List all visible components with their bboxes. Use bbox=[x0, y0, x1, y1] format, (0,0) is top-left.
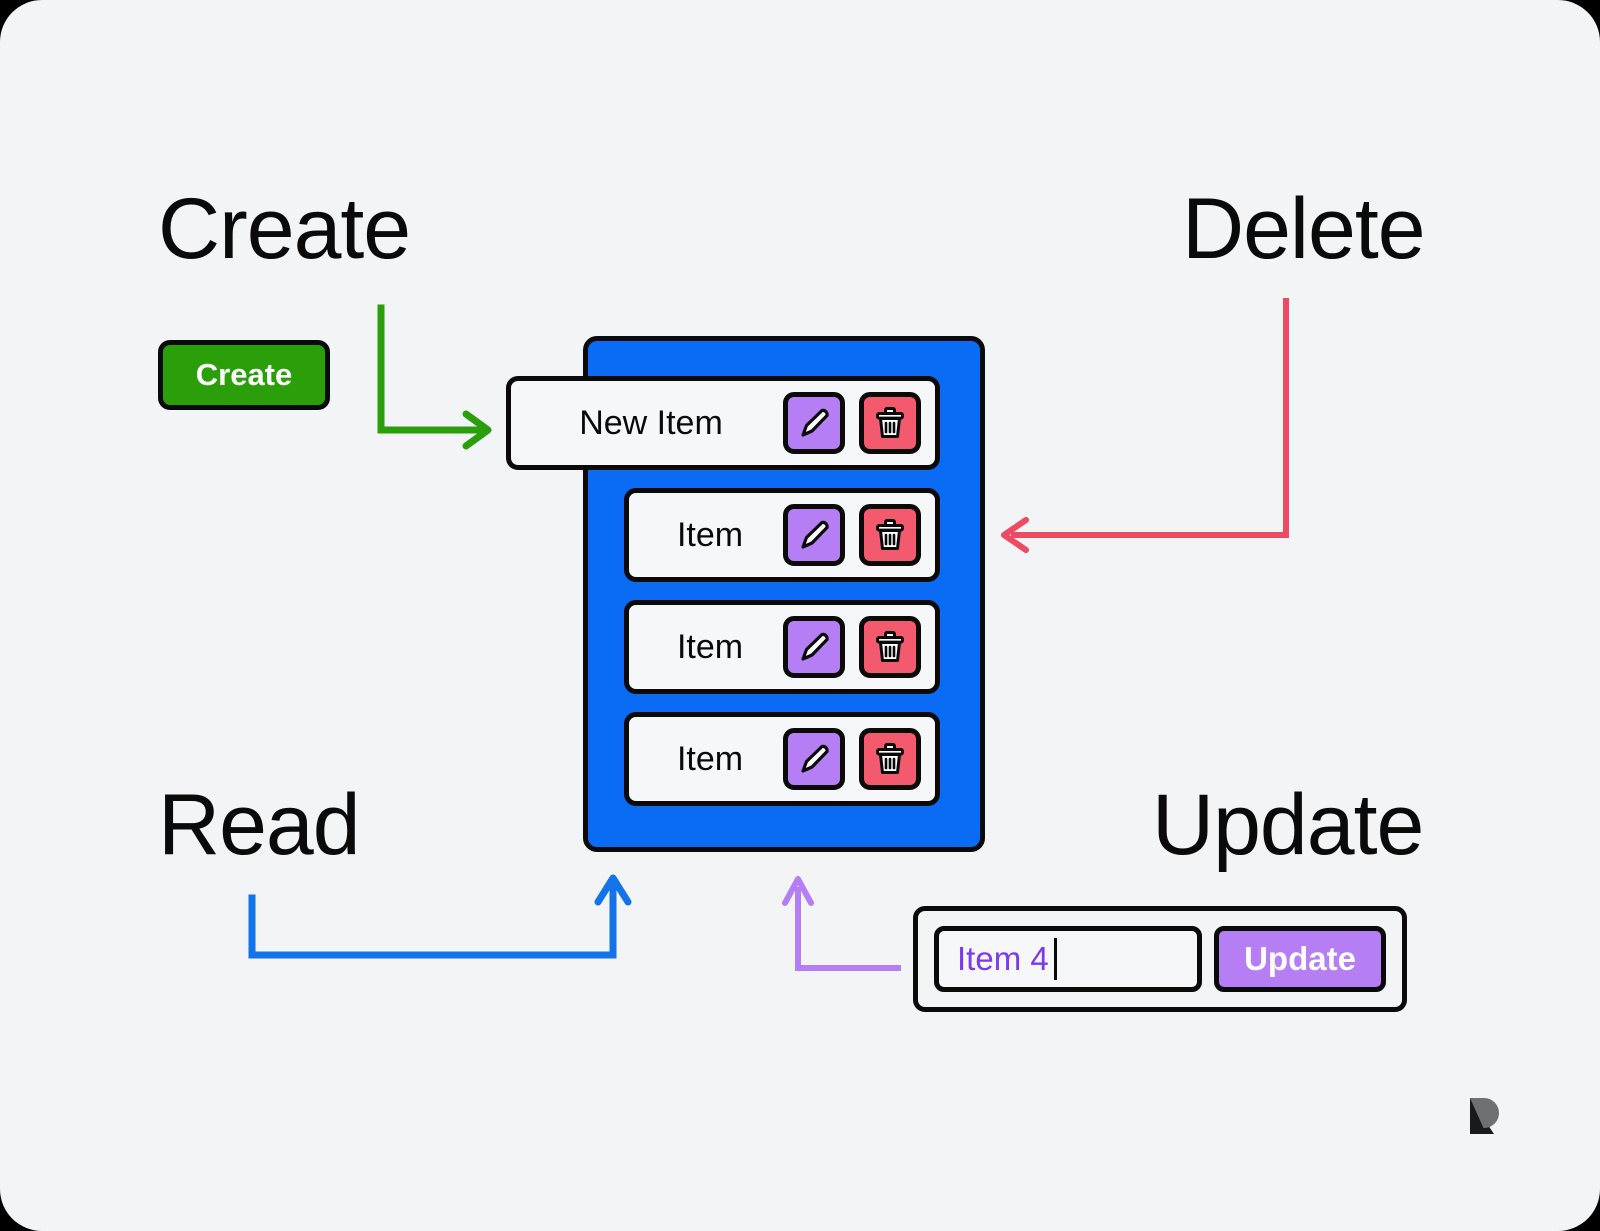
list-item-label: Item bbox=[676, 627, 744, 666]
update-arrow bbox=[782, 876, 901, 971]
trash-icon[interactable] bbox=[859, 392, 921, 454]
row-action-group bbox=[783, 504, 935, 566]
trash-icon[interactable] bbox=[859, 728, 921, 790]
update-input-value: Item 4 bbox=[957, 940, 1049, 977]
update-input[interactable]: Item 4 bbox=[934, 926, 1202, 992]
create-button[interactable]: Create bbox=[158, 340, 330, 410]
row-action-group bbox=[783, 728, 935, 790]
delete-arrow bbox=[1001, 298, 1289, 553]
trash-icon[interactable] bbox=[859, 616, 921, 678]
pencil-icon[interactable] bbox=[783, 728, 845, 790]
r-logo bbox=[1470, 1098, 1499, 1134]
list-item-row[interactable]: Item bbox=[624, 600, 940, 694]
row-action-group bbox=[783, 616, 935, 678]
pencil-icon[interactable] bbox=[783, 504, 845, 566]
update-button[interactable]: Update bbox=[1214, 926, 1386, 992]
trash-icon[interactable] bbox=[859, 504, 921, 566]
list-item-row[interactable]: Item bbox=[624, 712, 940, 806]
list-item-label: Item bbox=[676, 739, 744, 778]
row-action-group bbox=[783, 392, 935, 454]
read-arrow bbox=[248, 874, 632, 959]
update-heading: Update bbox=[1152, 777, 1424, 873]
list-item-row[interactable]: Item bbox=[624, 488, 940, 582]
read-heading: Read bbox=[158, 777, 361, 873]
create-heading: Create bbox=[158, 181, 411, 277]
update-composer: Item 4 Update bbox=[913, 906, 1407, 1012]
pencil-icon[interactable] bbox=[783, 392, 845, 454]
pencil-icon[interactable] bbox=[783, 616, 845, 678]
list-item-row[interactable]: New Item bbox=[506, 376, 940, 470]
create-arrow bbox=[377, 304, 492, 450]
list-item-label: Item bbox=[676, 515, 744, 554]
list-item-label: New Item bbox=[579, 403, 723, 442]
text-caret bbox=[1053, 938, 1057, 980]
delete-heading: Delete bbox=[1182, 181, 1426, 277]
